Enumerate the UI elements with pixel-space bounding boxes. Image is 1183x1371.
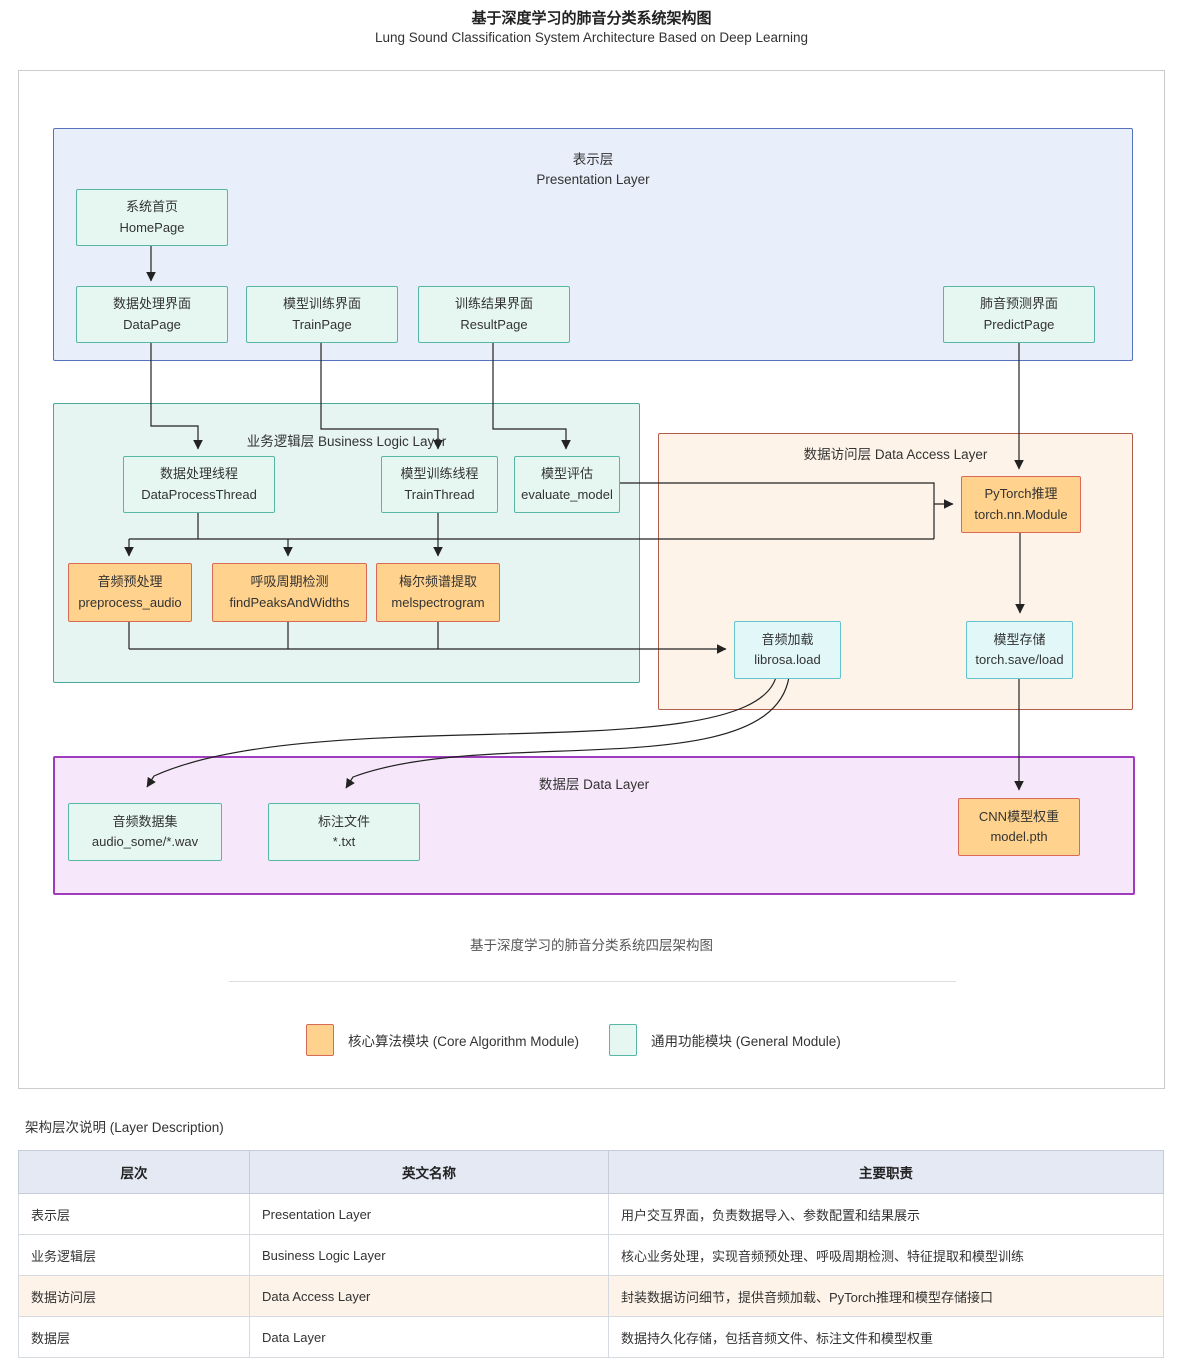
node-trainpage: 模型训练界面 TrainPage <box>246 286 398 343</box>
node-resultpage-zh: 训练结果界面 <box>454 296 533 312</box>
layer-data-label: 数据层 Data Layer <box>538 777 650 792</box>
node-melspectrogram: 梅尔频谱提取 melspectrogram <box>376 563 500 622</box>
node-cnn-weights-zh: CNN模型权重 <box>978 808 1060 824</box>
layer-presentation-label-en: Presentation Layer <box>536 172 650 187</box>
table-title: 架构层次说明 (Layer Description) <box>25 1120 224 1135</box>
general-module-swatch-icon <box>609 1024 637 1056</box>
node-trainpage-zh: 模型训练界面 <box>282 296 361 312</box>
cell-english: Data Access Layer <box>249 1275 609 1317</box>
node-audio-dataset-zh: 音频数据集 <box>112 813 178 829</box>
layer-data-access-label: 数据访问层 Data Access Layer <box>803 447 988 462</box>
node-homepage-zh: 系统首页 <box>125 199 178 215</box>
node-melspectrogram-en: melspectrogram <box>391 594 485 610</box>
node-model-store-zh: 模型存储 <box>993 631 1046 647</box>
layer-presentation-label-zh: 表示层 <box>572 152 614 167</box>
node-trainthread-zh: 模型训练线程 <box>400 466 479 482</box>
node-predictpage-zh: 肺音预测界面 <box>979 296 1058 312</box>
node-cnn-weights: CNN模型权重 model.pth <box>958 798 1080 856</box>
cell-responsibility: 核心业务处理，实现音频预处理、呼吸周期检测、特征提取和模型训练 <box>608 1234 1164 1276</box>
cell-english: Business Logic Layer <box>249 1234 609 1276</box>
node-homepage-en: HomePage <box>119 219 185 235</box>
core-module-swatch-icon <box>306 1024 334 1056</box>
col-header-layer: 层次 <box>18 1150 250 1194</box>
table-header-row: 层次 英文名称 主要职责 <box>18 1150 1164 1194</box>
node-librosa-load-zh: 音频加载 <box>761 631 814 647</box>
node-label-file: 标注文件 *.txt <box>268 803 420 861</box>
node-evaluate-model: 模型评估 evaluate_model <box>514 456 620 513</box>
node-label-file-en: *.txt <box>332 834 356 849</box>
node-audio-dataset: 音频数据集 audio_some/*.wav <box>68 803 222 861</box>
cell-english: Presentation Layer <box>249 1193 609 1235</box>
layer-business-label: 业务逻辑层 Business Logic Layer <box>246 434 447 449</box>
table-row: 数据访问层 Data Access Layer 封装数据访问细节，提供音频加载、… <box>18 1275 1164 1317</box>
node-resultpage: 训练结果界面 ResultPage <box>418 286 570 343</box>
node-dataprocessthread-en: DataProcessThread <box>141 486 257 502</box>
divider-line <box>229 981 956 982</box>
legend-item-core: 核心算法模块 (Core Algorithm Module) <box>306 1024 579 1056</box>
architecture-diagram-panel: 表示层 Presentation Layer 业务逻辑层 Business Lo… <box>18 70 1165 1089</box>
cell-responsibility: 封装数据访问细节，提供音频加载、PyTorch推理和模型存储接口 <box>608 1275 1164 1317</box>
layer-business-logic: 业务逻辑层 Business Logic Layer <box>53 403 640 683</box>
legend-core-label: 核心算法模块 (Core Algorithm Module) <box>348 1034 580 1049</box>
col-header-responsibility: 主要职责 <box>608 1150 1164 1194</box>
node-pytorch-inference-en: torch.nn.Module <box>974 506 1068 522</box>
node-findpeaks: 呼吸周期检测 findPeaksAndWidths <box>212 563 367 622</box>
node-trainpage-en: TrainPage <box>292 316 352 332</box>
cell-responsibility: 用户交互界面，负责数据导入、参数配置和结果展示 <box>608 1193 1164 1235</box>
legend-general-label: 通用功能模块 (General Module) <box>651 1034 841 1049</box>
node-homepage: 系统首页 HomePage <box>76 189 228 246</box>
node-librosa-load-en: librosa.load <box>754 652 821 667</box>
node-predictpage: 肺音预测界面 PredictPage <box>943 286 1095 343</box>
node-datapage-zh: 数据处理界面 <box>112 296 191 312</box>
node-melspectrogram-zh: 梅尔频谱提取 <box>398 574 477 590</box>
node-evaluate-model-zh: 模型评估 <box>540 466 593 482</box>
node-librosa-load: 音频加载 librosa.load <box>734 621 841 679</box>
node-audio-dataset-en: audio_some/*.wav <box>91 834 199 849</box>
page-title-en: Lung Sound Classification System Archite… <box>374 30 808 45</box>
table-row: 数据层 Data Layer 数据持久化存储，包括音频文件、标注文件和模型权重 <box>18 1316 1164 1358</box>
node-cnn-weights-en: model.pth <box>990 829 1048 844</box>
node-pytorch-inference: PyTorch推理 torch.nn.Module <box>961 476 1081 533</box>
node-trainthread-en: TrainThread <box>404 486 475 502</box>
node-pytorch-inference-zh: PyTorch推理 <box>984 486 1058 502</box>
node-findpeaks-en: findPeaksAndWidths <box>229 594 350 610</box>
node-evaluate-model-en: evaluate_model <box>521 486 613 502</box>
node-dataprocessthread-zh: 数据处理线程 <box>159 466 238 482</box>
cell-layer: 数据访问层 <box>18 1275 250 1317</box>
node-model-store: 模型存储 torch.save/load <box>966 621 1073 679</box>
legend-item-general: 通用功能模块 (General Module) <box>609 1024 841 1056</box>
cell-layer: 表示层 <box>18 1193 250 1235</box>
node-predictpage-en: PredictPage <box>983 316 1055 332</box>
node-model-store-en: torch.save/load <box>975 652 1064 667</box>
layer-description-table: 层次 英文名称 主要职责 表示层 Presentation Layer 用户交互… <box>18 1150 1164 1358</box>
cell-english: Data Layer <box>249 1316 609 1358</box>
page-title-zh: 基于深度学习的肺音分类系统架构图 <box>471 10 712 27</box>
col-header-english: 英文名称 <box>249 1150 609 1194</box>
node-preprocess-audio: 音频预处理 preprocess_audio <box>68 563 192 622</box>
node-dataprocessthread: 数据处理线程 DataProcessThread <box>123 456 275 513</box>
node-label-file-zh: 标注文件 <box>317 813 370 829</box>
table-row: 表示层 Presentation Layer 用户交互界面，负责数据导入、参数配… <box>18 1193 1164 1235</box>
legend: 核心算法模块 (Core Algorithm Module) 通用功能模块 (G… <box>19 1024 1164 1056</box>
table-row: 业务逻辑层 Business Logic Layer 核心业务处理，实现音频预处… <box>18 1234 1164 1276</box>
diagram-caption: 基于深度学习的肺音分类系统四层架构图 <box>470 938 713 953</box>
node-resultpage-en: ResultPage <box>460 316 528 332</box>
cell-layer: 数据层 <box>18 1316 250 1358</box>
node-trainthread: 模型训练线程 TrainThread <box>381 456 498 513</box>
node-datapage: 数据处理界面 DataPage <box>76 286 228 343</box>
node-datapage-en: DataPage <box>123 316 181 332</box>
node-preprocess-audio-zh: 音频预处理 <box>97 574 163 590</box>
cell-layer: 业务逻辑层 <box>18 1234 250 1276</box>
node-findpeaks-zh: 呼吸周期检测 <box>250 574 329 590</box>
node-preprocess-audio-en: preprocess_audio <box>78 594 182 610</box>
cell-responsibility: 数据持久化存储，包括音频文件、标注文件和模型权重 <box>608 1316 1164 1358</box>
